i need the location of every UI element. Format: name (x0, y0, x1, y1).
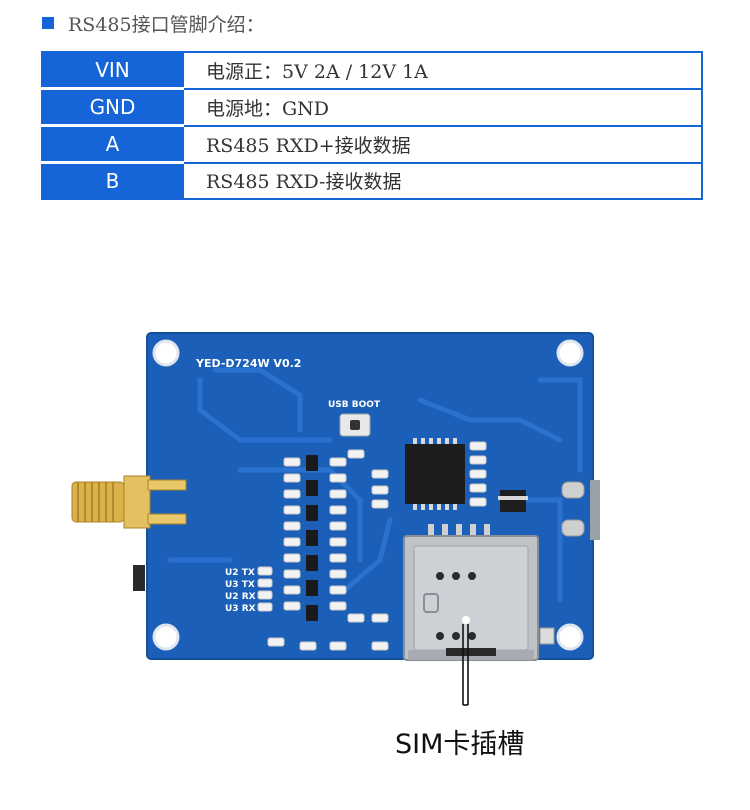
header-pads (539, 480, 600, 645)
bullet-square-icon (42, 17, 54, 29)
pin-name: GND (41, 87, 184, 127)
pin-name: A (41, 124, 184, 164)
pcb-board-illustration: YED-D724W V0.2 USB BOOT (71, 332, 600, 706)
section-heading: RS485接口管脚介绍： (42, 10, 265, 36)
pin-table: VIN 电源正：5V 2A / 12V 1A GND 电源地：GND A RS4… (41, 51, 703, 200)
pin-description: RS485 RXD+接收数据 (182, 124, 703, 164)
board-model-label: YED-D724W V0.2 (195, 357, 301, 370)
table-row: GND 电源地：GND (41, 87, 703, 127)
rs485-chip (405, 438, 465, 510)
table-row: A RS485 RXD+接收数据 (41, 124, 703, 164)
sma-antenna-connector (71, 475, 187, 529)
table-row: VIN 电源正：5V 2A / 12V 1A (41, 51, 703, 90)
led-label: U2 TX (225, 568, 255, 578)
table-row: B RS485 RXD-接收数据 (41, 161, 703, 200)
smd-components (267, 441, 487, 651)
pin-description: 电源地：GND (182, 87, 703, 127)
pin-name: VIN (41, 51, 184, 90)
usb-boot-label: USB BOOT (328, 400, 381, 410)
heading-text: RS485接口管脚介绍： (68, 13, 265, 36)
pin-description: RS485 RXD-接收数据 (182, 161, 703, 200)
led-label: U3 TX (225, 580, 255, 590)
pin-description: 电源正：5V 2A / 12V 1A (182, 51, 703, 90)
diode (500, 490, 526, 512)
sim-slot-caption: SIM卡插槽 (395, 729, 525, 760)
led-label: U2 RX (225, 592, 256, 602)
pcb-traces (167, 367, 583, 603)
side-switch (133, 565, 145, 591)
led-label: U3 RX (225, 604, 256, 614)
sim-card-slot (403, 524, 539, 661)
mounting-holes (152, 339, 584, 651)
pin-name: B (41, 161, 184, 200)
status-leds (257, 566, 273, 612)
sim-callout-pointer (462, 616, 470, 706)
